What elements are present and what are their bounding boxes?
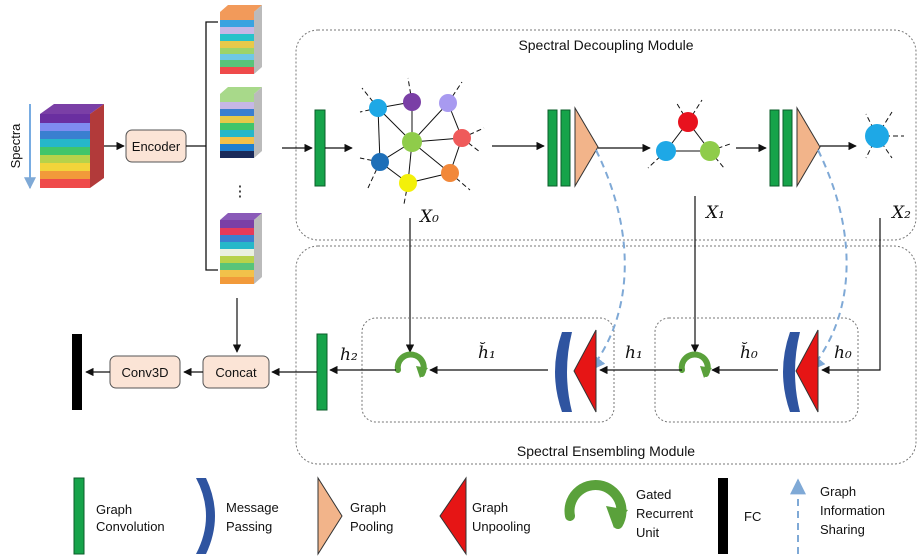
graph-unpooling-2 [795,329,819,413]
legend: Graph Convolution Message Passing Graph … [73,476,885,556]
legend-mp-label-1: Message [226,500,279,515]
spectral-stack-2 [220,87,262,158]
graph-pooling-1 [574,106,599,188]
spectral-stack-3 [220,213,262,284]
spectral-decoupling-title: Spectral Decoupling Module [518,37,693,53]
graph-x1 [647,99,731,169]
graph-convolution-block-2b [560,109,571,187]
message-passing-1 [555,332,572,412]
spectral-decoupling-module [295,29,917,241]
graph-pooling-2 [796,106,821,188]
legend-unpool-label-1: Graph [472,500,508,515]
legend-pool-label-2: Pooling [350,519,393,534]
gru-1 [394,351,428,378]
legend-mp-label-2: Passing [226,519,272,534]
x2-label: X₂ [890,203,911,223]
legend-gru-label-3: Unit [636,525,660,540]
graph-unpooling-1 [573,329,597,413]
legend-sharing-label-1: Graph [820,484,856,499]
spectral-stack-1 [220,5,262,74]
graph-convolution-block-2a [547,109,558,187]
graph-x2 [865,111,904,159]
graph-x0 [359,77,485,205]
message-passing-2 [783,332,800,412]
legend-pooling-icon [317,476,343,556]
h1-breve-label: h̆₁ [478,342,496,363]
spectra-label: Spectra [8,123,23,169]
legend-gru-label-1: Gated [636,487,671,502]
legend-sharing-label-2: Information [820,503,885,518]
conv3d-label: Conv3D [122,365,169,380]
legend-gru-label-2: Recurrent [636,506,693,521]
x0-label: X₀ [418,207,439,227]
x1-label: X₁ [704,203,725,223]
legend-sharing-label-3: Sharing [820,522,865,537]
legend-unpool-label-2: Unpooling [472,519,531,534]
conv3d-box: Conv3D [109,355,181,389]
legend-pool-label-1: Graph [350,500,386,515]
arrow-x2-down [821,218,881,375]
legend-gc-label-1: Graph [96,502,132,517]
encoder-label: Encoder [132,139,181,154]
graph-convolution-block-out [316,333,328,411]
h2-label: h₂ [340,345,358,365]
ensembling-step-box-1 [361,317,615,423]
legend-gc-icon [73,477,85,555]
graph-convolution-block-1 [314,109,326,187]
graph-convolution-block-3b [782,109,793,187]
graph-info-sharing-arrow-2 [808,149,848,372]
graph-convolution-block-3a [769,109,780,187]
graph-info-sharing-arrow-1 [589,149,626,372]
h0-breve-label: h̆₀ [740,342,758,363]
encoder-output-bracket [186,21,218,271]
gru-0 [678,351,712,378]
legend-fc-label: FC [744,509,761,524]
h0-label: h₀ [834,343,852,363]
legend-unpooling-icon [439,476,467,556]
spectral-ensembling-module [295,245,917,465]
h1-label: h₁ [625,343,643,363]
fc-block-output [72,334,82,410]
spectra-cube [40,104,104,188]
legend-gru-icon [564,479,628,529]
spectral-ensembling-title: Spectral Ensembling Module [517,443,695,459]
stack-ellipsis: ⋮ [233,183,248,200]
concat-box: Concat [202,355,270,389]
concat-label: Concat [215,365,257,380]
legend-fc-icon [718,478,728,554]
legend-message-passing-icon [196,478,215,554]
legend-gc-label-2: Convolution [96,519,165,534]
encoder-box: Encoder [125,129,187,163]
